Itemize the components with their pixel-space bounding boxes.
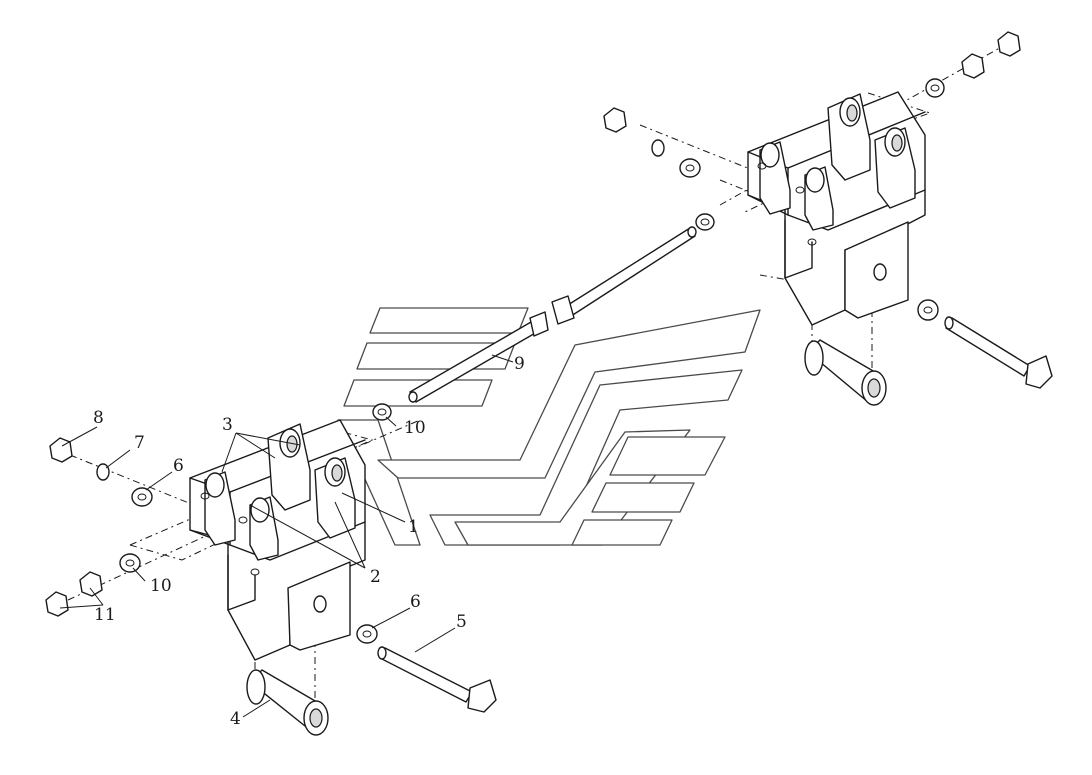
rods [408,226,697,403]
bolts [377,316,1053,713]
callout-4: 4 [230,709,241,729]
callout-10-center: 10 [404,418,426,438]
leader-lines [59,354,514,718]
callout-8: 8 [93,408,104,428]
callout-1: 1 [408,517,419,537]
callout-6-left: 6 [173,456,184,476]
fasteners [45,31,1021,644]
callout-7: 7 [134,433,145,453]
right-bracket [747,91,926,326]
left-bracket [189,419,366,661]
watermark-logo [337,307,761,546]
callout-3: 3 [222,415,233,435]
callout-11: 11 [94,605,116,625]
bushings [246,339,887,736]
callouts: 8 7 6 3 1 2 10 11 4 5 6 10 9 [93,354,525,729]
callout-6-right: 6 [410,592,421,612]
callout-2: 2 [370,567,381,587]
callout-10-left: 10 [150,576,172,596]
callout-9: 9 [514,354,525,374]
callout-5: 5 [456,612,467,632]
